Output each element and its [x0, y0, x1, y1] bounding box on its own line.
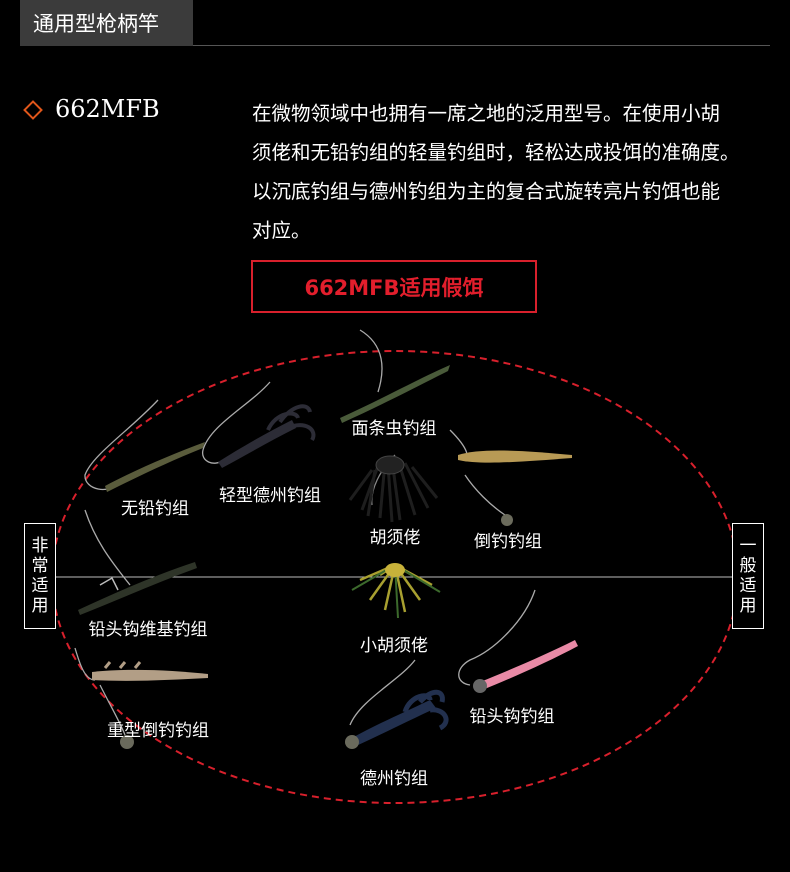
- section-title-box: 662MFB适用假饵: [251, 260, 537, 313]
- axis-char: 般: [739, 556, 757, 576]
- mianchao-lure-image: [340, 329, 450, 423]
- lure-label: 轻型德州钓组: [219, 486, 321, 506]
- lure-label: 倒钓钓组: [474, 532, 542, 552]
- description-line: 对应。: [252, 219, 311, 242]
- axis-label-very-suitable: 非 常 适 用: [24, 523, 56, 629]
- header-title: 通用型枪柄竿: [33, 12, 159, 36]
- model-name: 662MFB: [55, 95, 160, 123]
- dropshot-lure-image: [449, 429, 572, 526]
- header-divider: [193, 45, 770, 46]
- lure-label: 无铅钓组: [121, 499, 189, 519]
- axis-label-generally-suitable: 一 般 适 用: [732, 523, 764, 629]
- axis-char: 非: [31, 536, 49, 556]
- jig-lure-image: [348, 454, 439, 523]
- lure-label: 面条虫钓组: [352, 419, 437, 439]
- jighead-neko-lure-image: [78, 509, 197, 615]
- section-title: 662MFB适用假饵: [304, 275, 484, 300]
- axis-char: 适: [31, 576, 49, 596]
- lure-label: 铅头钩钓组: [470, 707, 555, 727]
- jighead-lure-image: [458, 589, 578, 693]
- lure-label: 重型倒钓钓组: [107, 721, 209, 741]
- heavydropshot-lure-image: [74, 647, 208, 749]
- header-tab: 通用型枪柄竿: [20, 0, 193, 46]
- axis-char: 用: [31, 596, 49, 616]
- description-line: 须佬和无铅钓组的轻量钓组时，轻松达成投饵的准确度。: [252, 141, 740, 164]
- lure-label: 铅头钩维基钓组: [89, 620, 208, 640]
- axis-char: 用: [739, 596, 757, 616]
- axis-char: 适: [739, 576, 757, 596]
- smalljig-lure-image: [351, 563, 441, 619]
- model-description: 在微物领域中也拥有一席之地的泛用型号。在使用小胡 须佬和无铅钓组的轻量钓组时，轻…: [252, 94, 777, 250]
- description-line: 以沉底钓组与德州钓组为主的复合式旋转亮片钓饵也能: [252, 180, 721, 203]
- axis-char: 常: [31, 556, 49, 576]
- lure-label: 德州钓组: [360, 769, 428, 789]
- axis-char: 一: [739, 536, 757, 556]
- noweight-lure-image: [84, 399, 205, 492]
- lure-label: 胡须佬: [370, 528, 421, 548]
- texas-lure-image: [345, 659, 449, 749]
- lighttexas-lure-image: [202, 381, 316, 468]
- description-line: 在微物领域中也拥有一席之地的泛用型号。在使用小胡: [252, 102, 721, 125]
- lure-label: 小胡须佬: [360, 636, 428, 656]
